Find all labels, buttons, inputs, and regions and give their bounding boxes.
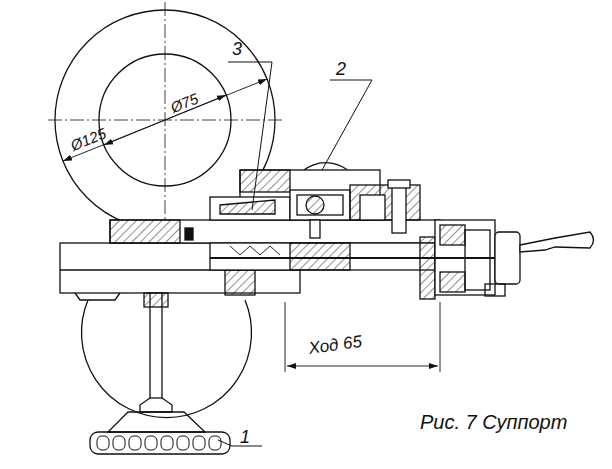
dimension-label: Ø125 [68, 125, 108, 153]
callout-number: 2 [336, 60, 346, 78]
callout-number: 3 [232, 40, 242, 58]
callout-number: 1 [240, 428, 250, 446]
dimension-label: Ход 65 [308, 333, 363, 357]
figure-caption: Рис. 7 Суппорт [420, 412, 567, 432]
dimension-label: Ø75 [168, 90, 200, 115]
